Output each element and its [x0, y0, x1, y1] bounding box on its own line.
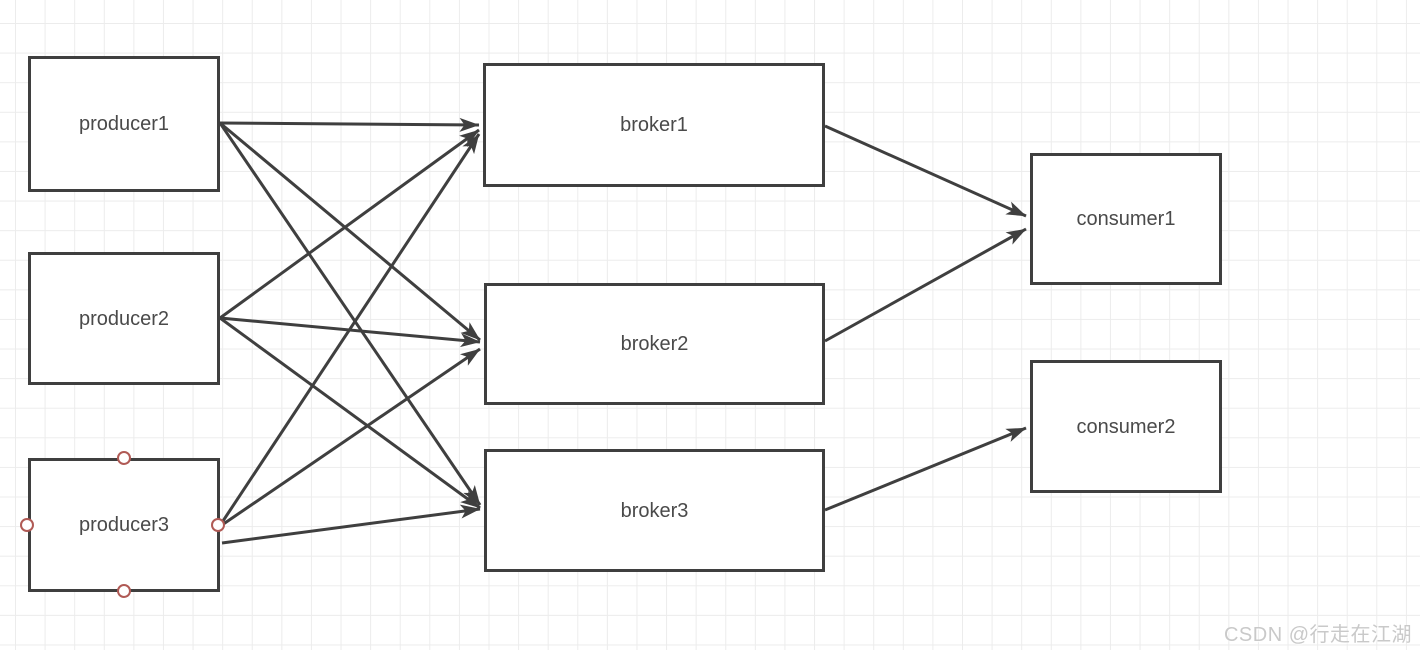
- node-broker1[interactable]: broker1: [483, 63, 825, 187]
- node-label: producer3: [78, 514, 170, 536]
- node-label: producer2: [78, 307, 170, 330]
- node-producer1[interactable]: producer1: [28, 56, 220, 192]
- edge-broker2-to-consumer1[interactable]: [824, 227, 1027, 343]
- connection-handle[interactable]: [211, 518, 225, 532]
- connection-handle[interactable]: [20, 518, 34, 532]
- edge-broker3-to-consumer2[interactable]: [824, 426, 1027, 512]
- node-broker3[interactable]: broker3: [484, 449, 825, 572]
- edge-producer2-to-broker3[interactable]: [219, 316, 481, 510]
- node-consumer1[interactable]: consumer1: [1030, 153, 1222, 285]
- node-producer3[interactable]: producer3: [28, 458, 220, 592]
- edge-producer2-to-broker1[interactable]: [219, 128, 480, 320]
- node-label: broker2: [620, 333, 689, 355]
- edge-producer3-to-broker3[interactable]: [221, 504, 481, 545]
- node-label: producer1: [78, 113, 170, 135]
- connection-handle[interactable]: [117, 451, 131, 465]
- edge-producer1-to-broker1[interactable]: [219, 117, 480, 132]
- node-broker2[interactable]: broker2: [484, 283, 825, 405]
- connection-handle[interactable]: [117, 584, 131, 598]
- edge-producer1-to-broker2[interactable]: [219, 121, 481, 342]
- node-consumer2[interactable]: consumer2: [1030, 360, 1222, 493]
- edge-broker1-to-consumer1[interactable]: [824, 124, 1027, 218]
- edge-producer3-to-broker2[interactable]: [218, 347, 481, 529]
- node-label: broker3: [620, 499, 689, 522]
- edge-producer3-to-broker1[interactable]: [217, 133, 481, 528]
- node-producer2[interactable]: producer2: [28, 252, 220, 385]
- node-label: broker1: [620, 114, 688, 136]
- node-label: consumer2: [1076, 415, 1176, 438]
- edge-producer1-to-broker3[interactable]: [218, 122, 482, 506]
- node-label: consumer1: [1076, 208, 1176, 230]
- watermark: CSDN @行走在江湖: [1223, 624, 1412, 646]
